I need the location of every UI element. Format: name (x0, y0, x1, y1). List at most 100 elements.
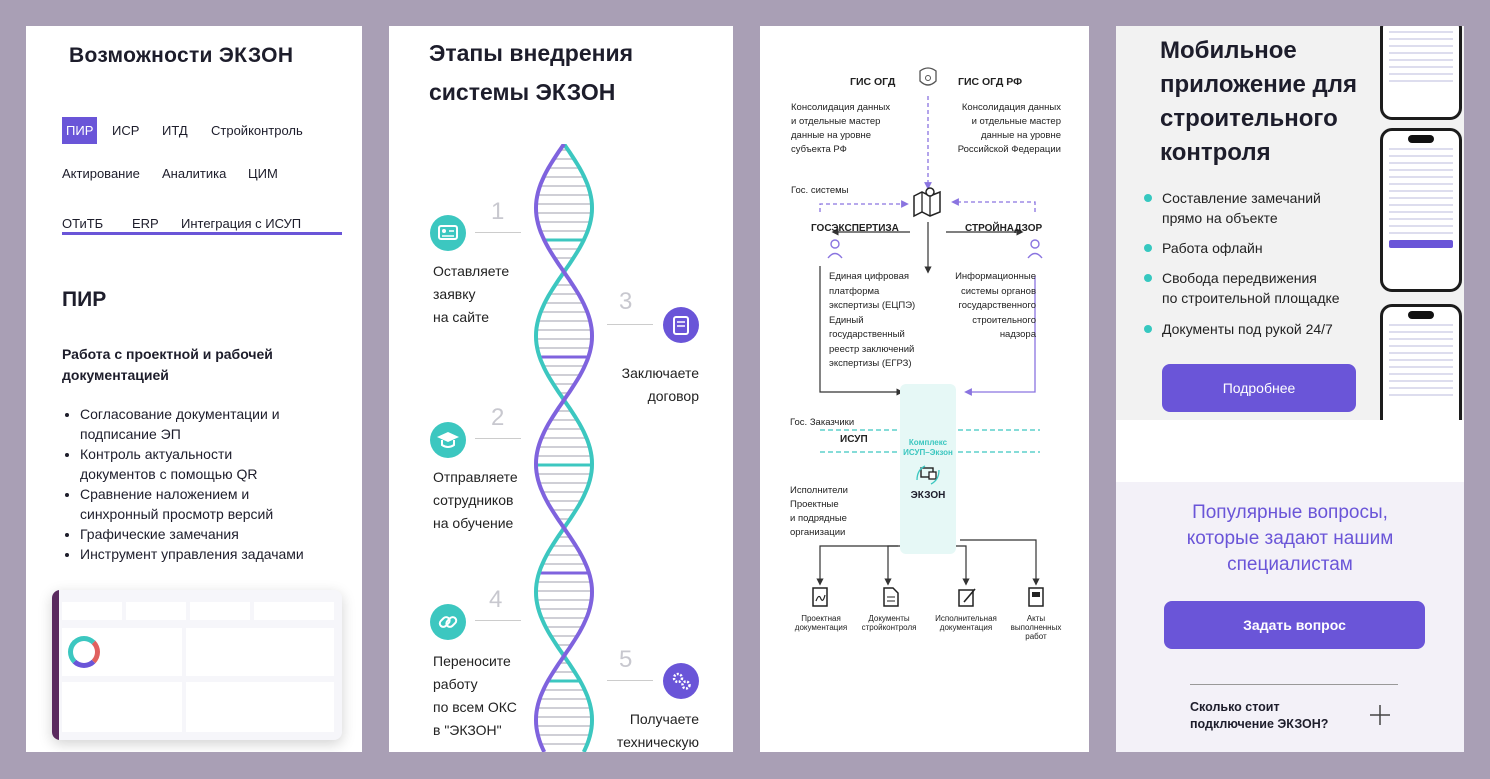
plus-icon[interactable] (1369, 704, 1391, 726)
tab-analitika[interactable]: Аналитика (162, 166, 227, 181)
regional-consolidation-text: Консолидация данных и отдельные мастер д… (791, 101, 890, 157)
step-text: Отправляете сотрудников на обучение (433, 466, 518, 535)
dna-rungs (536, 149, 592, 745)
map-icon (913, 187, 941, 218)
step-text-line: Заключаете (621, 365, 699, 381)
text-line: и отдельные мастер (971, 116, 1061, 127)
bullet-dot (1144, 325, 1152, 333)
text-line: Российской Федерации (957, 144, 1061, 155)
text-line: данные на уровне (980, 130, 1061, 141)
step-text-line: Оставляете (433, 263, 510, 279)
step-connector (607, 680, 653, 681)
acts-document-icon (1028, 587, 1044, 607)
id-card-icon (430, 215, 466, 251)
text-line: работ (1025, 632, 1047, 641)
faq-item-question[interactable]: Сколько стоит подключение ЭКЗОН? (1190, 699, 1328, 733)
text-line: Сколько стоит (1190, 700, 1280, 714)
mobile-feature-item: Работа офлайн (1144, 238, 1263, 258)
text-line: Документы (868, 614, 910, 623)
dna-strand-teal (533, 144, 595, 752)
gos-customers-label: Гос. Заказчики (790, 417, 855, 428)
text-line: прямо на объекте (1162, 210, 1278, 226)
expertise-systems-list: Единая цифровая платформа экспертизы (ЕЦ… (829, 270, 915, 372)
tab-cim[interactable]: ЦИМ (248, 166, 278, 181)
text-line: платформа (829, 285, 880, 297)
bullet-dot (1144, 274, 1152, 282)
faq-title-line: специалистам (1227, 554, 1353, 575)
graduation-cap-icon (430, 422, 466, 458)
text-line: государственный (829, 329, 905, 340)
more-button[interactable]: Подробнее (1162, 364, 1356, 412)
step-number: 2 (491, 404, 505, 431)
tab-erp[interactable]: ERP (132, 216, 159, 231)
features-list: Согласование документации и подписание Э… (64, 404, 362, 564)
tab-stroykontrol[interactable]: Стройконтроль (211, 123, 303, 138)
step-number: 1 (491, 198, 505, 225)
text-line: и подрядные (790, 513, 847, 524)
text-line: подключение ЭКЗОН? (1190, 717, 1329, 731)
tab-isr[interactable]: ИСР (112, 123, 140, 138)
tab-isup-integration[interactable]: Интеграция с ИСУП (181, 216, 302, 231)
step-number: 4 (489, 586, 503, 613)
text-line: документация (939, 623, 993, 632)
phone-mockup (1380, 128, 1462, 292)
tab-itd[interactable]: ИТД (162, 123, 188, 138)
mobile-feature-item: Свобода передвижения по строительной пло… (1144, 268, 1340, 308)
text-line: Консолидация данных (791, 102, 891, 113)
dna-strand-purple (533, 144, 595, 752)
text-line: Исполнители (790, 485, 848, 496)
isup-label: ИСУП (840, 434, 868, 445)
gis-ogd-rf-label: ГИС ОГД РФ (958, 76, 1023, 88)
step-text-line: работу (433, 676, 478, 692)
doc-label-stroykontrol: Документы стройконтроля (854, 614, 924, 632)
text-line: Документы под рукой 24/7 (1162, 321, 1333, 337)
step-text-line: по всем ОКС (433, 699, 517, 715)
text-line: Акты (1026, 614, 1046, 623)
step-text: Переносите работу по всем ОКС в "ЭКЗОН" (433, 650, 517, 742)
ask-question-button[interactable]: Задать вопрос (1164, 601, 1425, 649)
tabs-underline (62, 232, 342, 235)
text-line: по строительной площадке (1162, 290, 1340, 306)
text-line: Исполнительная (935, 614, 997, 623)
list-item: Контроль актуальности документов с помощ… (80, 444, 300, 484)
text-line: Единая цифровая (829, 271, 909, 282)
mobile-app-panel: Мобильное приложение для строительного к… (1116, 26, 1464, 752)
isup-ekzon-complex-box: Комплекс ИСУП–Экзон ЭКЗОН (900, 384, 956, 554)
faq-title: Популярные вопросы, которые задают нашим… (1116, 500, 1464, 578)
mobile-title-line: Мобильное (1160, 37, 1297, 64)
step-connector (475, 232, 521, 233)
federal-consolidation-text: Консолидация данных и отдельные мастер д… (950, 101, 1061, 157)
text-line: Свобода передвижения (1162, 270, 1317, 286)
bullet-dot (1144, 244, 1152, 252)
text-line: Консолидация данных (961, 102, 1061, 113)
stages-title: Этапы внедрения системы ЭКЗОН (429, 34, 633, 112)
section-subtitle: Работа с проектной и рабочей документаци… (62, 346, 273, 383)
drawing-document-icon (812, 587, 828, 607)
stages-title-line: Этапы внедрения (429, 40, 634, 66)
step-text-line: сотрудников (433, 492, 514, 508)
tab-otitb[interactable]: ОТиТБ (62, 216, 104, 231)
text-line: организации (790, 527, 846, 538)
document-icon (663, 307, 699, 343)
stages-panel: Этапы внедрения системы ЭКЗОН 1 Оставляе… (389, 26, 733, 752)
list-item: Согласование документации и подписание Э… (80, 404, 300, 444)
tab-aktirovanie[interactable]: Актирование (62, 166, 140, 181)
stages-title-line: системы ЭКЗОН (429, 79, 616, 105)
text-line: экспертизы (ЕГРЗ) (829, 358, 912, 369)
doc-label-executive: Исполнительная документация (930, 614, 1002, 632)
text-line: строительного (972, 314, 1036, 326)
section-title: ПИР (62, 288, 107, 311)
step-text: Заключаете договор (589, 362, 699, 408)
step-text: Получаете техническую (589, 708, 699, 752)
phone-mockup (1380, 304, 1462, 440)
list-item: Графические замечания (80, 524, 362, 544)
step-text-line: договор (647, 388, 699, 404)
section-divider (1116, 420, 1464, 482)
tab-pir[interactable]: ПИР (62, 117, 98, 144)
list-item: Сравнение наложением и синхронный просмо… (80, 484, 320, 524)
computer-sync-icon (914, 464, 942, 486)
text-line: документация (794, 623, 848, 632)
text-line: Проектные (790, 499, 839, 510)
doc-label-acts: Акты выполненных работ (1000, 614, 1072, 641)
mobile-feature-item: Документы под рукой 24/7 (1144, 319, 1333, 339)
